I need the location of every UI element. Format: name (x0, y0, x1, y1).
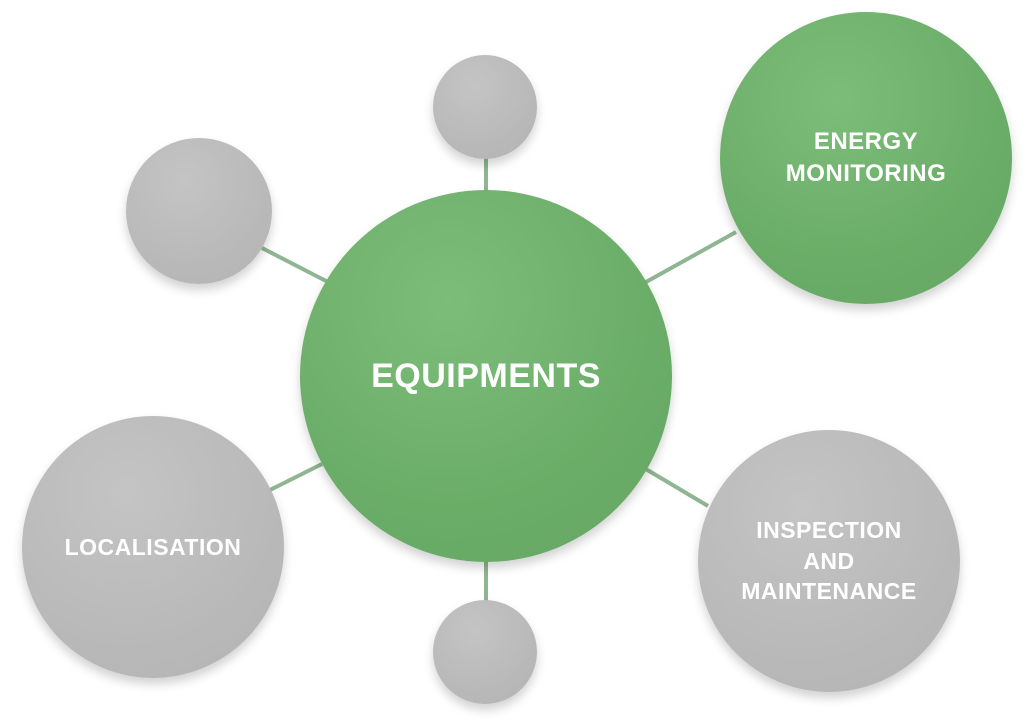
connector-left-small (261, 246, 329, 284)
center-node-label: EQUIPMENTS (371, 356, 601, 395)
localisation-label: LOCALISATION (64, 533, 242, 560)
center-node-equipments: EQUIPMENTS (300, 190, 672, 562)
node-energy-monitoring: ENERGY MONITORING (720, 12, 1012, 304)
small-node-left (126, 138, 272, 284)
inspection-label-line3: MAINTENANCE (741, 578, 917, 605)
connector-localisation (269, 462, 323, 492)
node-inspection-maintenance: INSPECTION AND MAINTENANCE (698, 430, 960, 692)
inspection-label-line1: INSPECTION (756, 517, 902, 544)
energy-label-line1: ENERGY (813, 128, 919, 156)
energy-label-line2: MONITORING (785, 160, 947, 187)
connector-inspection (642, 466, 710, 508)
small-node-top (433, 55, 537, 159)
node-localisation: LOCALISATION (22, 416, 284, 678)
small-node-bottom (433, 600, 537, 704)
inspection-label-line2: AND (803, 547, 855, 574)
connector-energy (645, 230, 737, 284)
